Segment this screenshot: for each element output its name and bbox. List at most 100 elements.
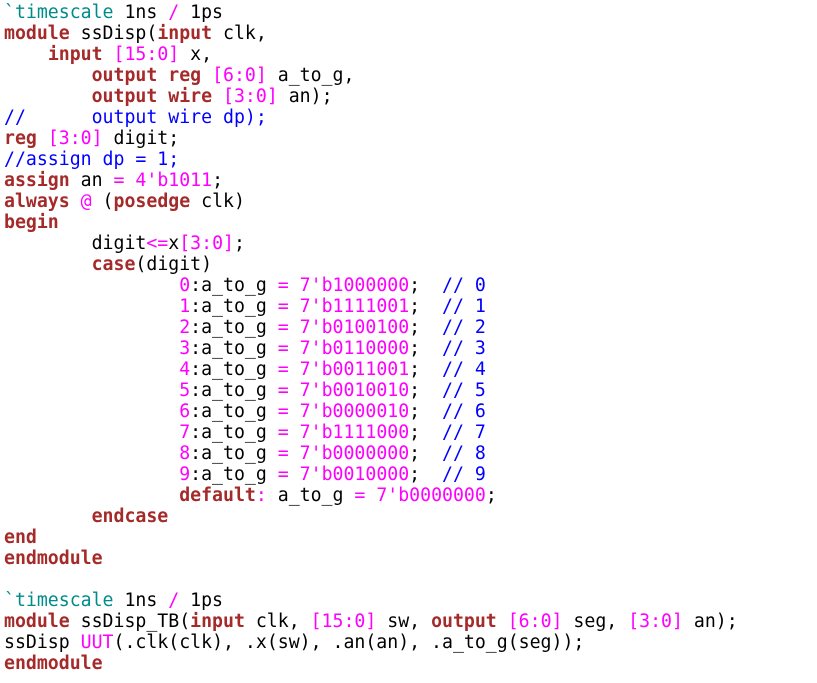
code-token-text [289,464,300,485]
code-token-number: 7'b1111000 [299,422,410,443]
code-token-text: 1ps [179,590,224,611]
code-line: 6:a_to_g = 7'b0000010; // 6 [4,401,815,422]
code-token-text [4,254,92,275]
code-token-text: 1ns [113,590,169,611]
code-token-keyword: always [4,191,70,212]
code-token-keyword: endcase [91,506,169,527]
code-token-keyword: endmodule [4,653,103,674]
code-line: `timescale 1ns / 1ps [4,2,815,23]
code-line: 0:a_to_g = 7'b1000000; // 0 [4,275,815,296]
code-token-operator: = [277,275,289,296]
code-line: default: a_to_g = 7'b0000000; [4,485,815,506]
code-token-operator: = [277,359,289,380]
code-token-keyword: posedge [113,191,191,212]
code-line: digit<=x[3:0]; [4,233,815,254]
code-token-identifier: clk, [244,611,311,632]
code-token-punct: ; [212,170,224,191]
code-line: 3:a_to_g = 7'b0110000; // 3 [4,338,815,359]
code-token-keyword: output reg [91,65,202,86]
code-token-comment: // 2 [442,317,486,338]
code-token-identifier: x, [179,44,213,65]
code-token-punct: ; [409,359,443,380]
code-line: case(digit) [4,254,815,275]
code-line: input [15:0] x, [4,44,815,65]
code-token-operator: = [354,485,366,506]
code-token-number: 8 [179,443,191,464]
code-line: assign an = 4'b1011; [4,170,815,191]
code-token-identifier: ( [91,191,114,212]
code-token-punct: ; [409,380,443,401]
code-token-operator: = [277,338,289,359]
code-token-identifier: :a_to_g [190,338,278,359]
code-token-keyword: output wire [91,86,213,107]
code-token-identifier: :a_to_g [190,275,278,296]
code-token-number: 9 [179,464,191,485]
code-token-text [289,401,300,422]
code-token-text [4,464,179,485]
code-token-punct: ; [409,422,443,443]
code-token-text [4,275,179,296]
code-token-text [289,338,300,359]
code-token-keyword: module [4,611,70,632]
code-line: 5:a_to_g = 7'b0010010; // 5 [4,380,815,401]
code-token-identifier: :a_to_g [190,464,278,485]
code-token-number: [15:0] [113,44,180,65]
code-line: `timescale 1ns / 1ps [4,590,815,611]
code-token-identifier: :a_to_g [190,380,278,401]
code-token-punct: ; [409,275,443,296]
code-token-operator: = [277,464,289,485]
code-token-number: [15:0] [310,611,377,632]
code-token-number: 7'b0010010 [299,380,410,401]
code-line: 9:a_to_g = 7'b0010000; // 9 [4,464,815,485]
code-token-text [4,65,92,86]
code-token-comment: // 7 [442,422,486,443]
code-token-identifier: :a_to_g [190,422,278,443]
code-token-number: 0 [179,275,191,296]
code-token-comment: // 5 [442,380,486,401]
code-line: module ssDisp(input clk, [4,23,815,44]
code-token-keyword: endmodule [4,548,103,569]
code-token-number: 5 [179,380,191,401]
code-token-text [4,317,179,338]
code-token-keyword: input [190,611,245,632]
code-token-identifier: ssDisp_TB( [69,611,191,632]
code-line: // output wire dp); [4,107,815,128]
code-token-identifier: a_to_g, [266,65,355,86]
code-token-text [4,296,179,317]
code-line: endcase [4,506,815,527]
code-token-number: 7'b0110000 [299,338,410,359]
code-token-number: 7'b0000000 [299,443,410,464]
code-token-text [4,443,179,464]
code-token-text [4,380,179,401]
code-token-operator: = [113,170,125,191]
code-token-operator: : [255,485,267,506]
code-token-number: 7'b0000010 [299,401,410,422]
code-token-number: 7'b1111001 [299,296,410,317]
code-line: 4:a_to_g = 7'b0011001; // 4 [4,359,815,380]
code-token-number: 7 [179,422,191,443]
code-line: end [4,527,815,548]
code-token-number: 7'b0011001 [299,359,410,380]
code-token-identifier: :a_to_g [190,443,278,464]
code-token-directive: `timescale [4,590,114,611]
code-token-number: 7'b0100100 [299,317,410,338]
code-line: 8:a_to_g = 7'b0000000; // 8 [4,443,815,464]
code-token-keyword: assign [4,170,70,191]
code-token-number: [3:0] [179,233,234,254]
code-token-text [4,401,179,422]
code-token-keyword: output [431,611,497,632]
code-token-comment: //assign dp = 1; [4,149,180,170]
code-token-identifier: :a_to_g [190,296,278,317]
code-token-identifier: an); [682,611,738,632]
code-token-operator: = [277,380,289,401]
code-token-number: 2 [179,317,191,338]
code-token-identifier: an [69,170,114,191]
code-token-number: 4 [179,359,191,380]
code-token-comment: // 6 [442,401,486,422]
code-token-text [37,128,48,149]
code-token-text [70,191,81,212]
code-token-keyword: module [4,23,70,44]
code-line: output reg [6:0] a_to_g, [4,65,815,86]
code-token-operator: / [168,590,180,611]
